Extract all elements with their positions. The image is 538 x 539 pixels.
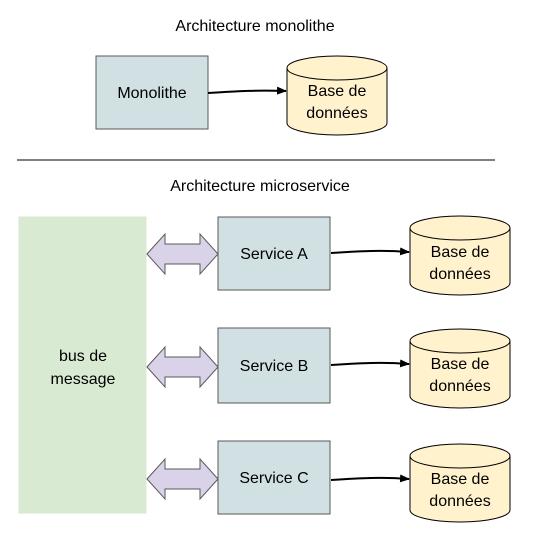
service-c-row: Service C Base de données <box>146 440 511 523</box>
service-c-label: Service C <box>239 470 308 487</box>
service-c-database-label-line1: Base de <box>431 471 490 488</box>
service-c-database: Base de données <box>409 443 511 523</box>
service-a-database-label-line1: Base de <box>431 244 490 261</box>
service-b-box: Service B <box>217 327 331 404</box>
service-a-to-database-arrow <box>330 247 410 256</box>
service-b-database-label-line2: données <box>429 378 490 395</box>
microservice-section-title: Architecture microservice <box>170 178 350 195</box>
message-bus-label-line2: message <box>51 371 116 388</box>
service-c-to-database-arrow <box>330 474 410 483</box>
service-b-database-label-line1: Base de <box>431 356 490 373</box>
service-a-label: Service A <box>240 246 308 263</box>
service-a-database-label-line2: données <box>429 266 490 283</box>
service-b-row: Service B Base de données <box>146 327 511 409</box>
service-c-bus-double-arrow <box>146 457 219 501</box>
monolith-label: Monolithe <box>117 85 186 102</box>
service-a-database: Base de données <box>409 215 511 296</box>
service-b-to-database-arrow <box>330 359 410 368</box>
service-a-box: Service A <box>217 216 331 291</box>
service-c-box: Service C <box>217 440 331 515</box>
monolith-database-label-line2: données <box>306 105 367 122</box>
service-a-bus-double-arrow <box>146 232 219 276</box>
service-a-row: Service A Base de données <box>146 215 511 296</box>
service-b-label: Service B <box>240 358 308 375</box>
monolith-to-database-arrow <box>207 86 287 95</box>
monolith-section-title: Architecture monolithe <box>175 18 334 35</box>
message-bus-label-line1: bus de <box>59 348 107 365</box>
service-c-database-label-line2: données <box>429 493 490 510</box>
service-b-bus-double-arrow <box>146 345 219 389</box>
monolith-database: Base de données <box>286 55 388 136</box>
monolith-database-label-line1: Base de <box>308 83 367 100</box>
monolith-box: Monolithe <box>95 55 209 130</box>
service-b-database: Base de données <box>409 328 511 409</box>
message-bus-box: bus de message <box>18 216 147 514</box>
